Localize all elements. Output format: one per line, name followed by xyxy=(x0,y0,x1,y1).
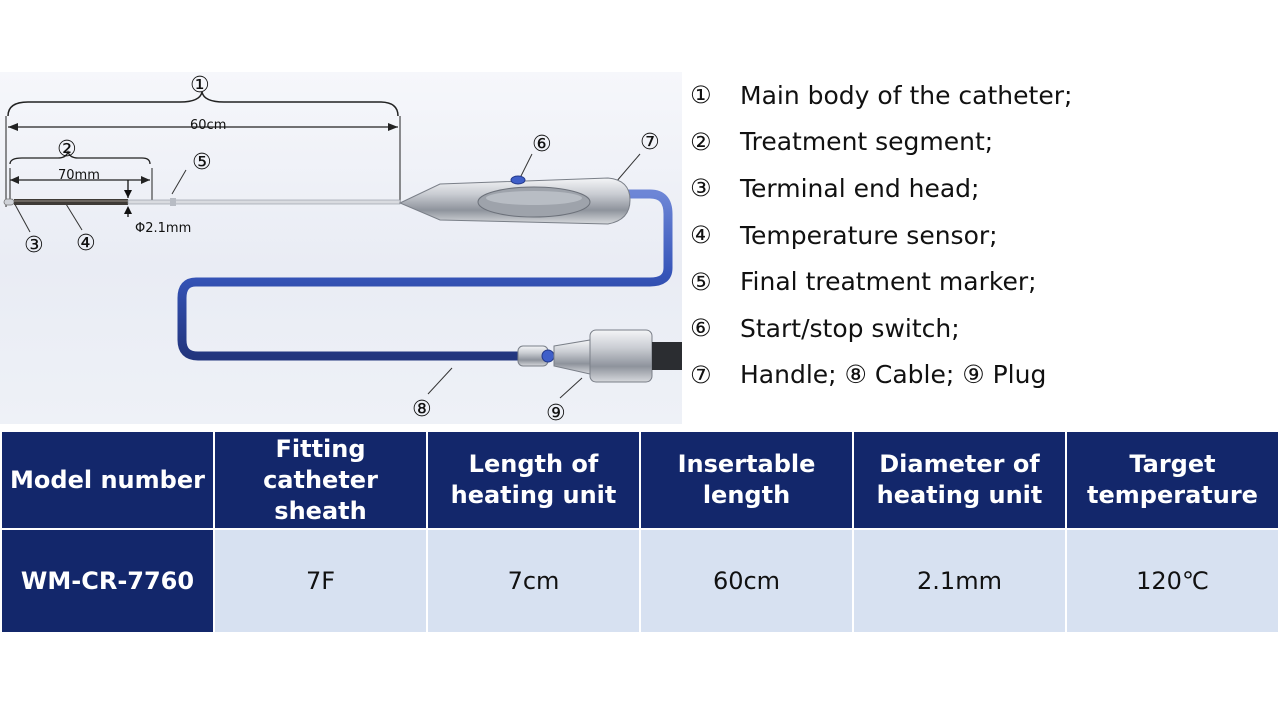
callout-7: ⑦ xyxy=(640,130,660,155)
header-catheter-sheath: Fitting catheter sheath xyxy=(213,430,428,530)
cell-model-number: WM-CR-7760 xyxy=(0,528,215,634)
legend-item: ⑤ Final treatment marker; xyxy=(690,258,1270,305)
handle xyxy=(398,175,631,225)
dimension-70mm: 70mm xyxy=(9,149,153,202)
legend-number: ⑦ xyxy=(690,360,712,389)
legend-item: ② Treatment segment; xyxy=(690,119,1270,166)
callout-9: ⑨ xyxy=(546,401,566,424)
header-model-number: Model number xyxy=(0,430,215,530)
table-row: WM-CR-7760 7F 7cm 60cm 2.1mm 120℃ xyxy=(0,528,1280,634)
cable xyxy=(177,189,673,361)
legend-text: Final treatment marker; xyxy=(740,267,1037,297)
callout-8: ⑧ xyxy=(412,397,432,422)
legend-text: Temperature sensor; xyxy=(740,220,998,250)
diameter-label: Φ2.1mm xyxy=(135,221,191,236)
callout-3: ③ xyxy=(24,233,44,258)
legend-text: Handle; ⑧ Cable; ⑨ Plug xyxy=(740,360,1047,390)
callout-2: ② xyxy=(57,137,77,162)
cell-heating-diameter: 2.1mm xyxy=(852,528,1067,634)
callout-1: ① xyxy=(190,73,210,98)
cell-target-temperature: 120℃ xyxy=(1065,528,1280,634)
header-target-temperature: Target temperature xyxy=(1065,430,1280,530)
legend-number: ③ xyxy=(690,174,712,203)
spec-table: Model number Fitting catheter sheath Len… xyxy=(0,430,1280,634)
cell-heating-length: 7cm xyxy=(426,528,641,634)
leader-lines xyxy=(11,153,641,399)
callout-5: ⑤ xyxy=(192,150,212,175)
cell-insertable-length: 60cm xyxy=(639,528,854,634)
header-heating-length: Length of heating unit xyxy=(426,430,641,530)
catheter-diagram: 60cm 70mm ① ② ③ ④ ⑤ ⑥ ⑦ ⑧ ⑨ xyxy=(0,72,682,424)
header-heating-diameter: Diameter of heating unit xyxy=(852,430,1067,530)
table-header-row: Model number Fitting catheter sheath Len… xyxy=(0,430,1280,530)
cell-catheter-sheath: 7F xyxy=(213,528,428,634)
dimension-60cm-label: 60cm xyxy=(190,118,226,133)
legend-number: ④ xyxy=(690,221,712,250)
legend-item: ④ Temperature sensor; xyxy=(690,212,1270,259)
legend-text: Treatment segment; xyxy=(740,127,994,157)
legend-list: ① Main body of the catheter; ② Treatment s… xyxy=(690,72,1270,398)
legend-item: ⑥ Start/stop switch; xyxy=(690,305,1270,352)
legend-text: Main body of the catheter; xyxy=(740,80,1073,110)
dimension-60cm: 60cm xyxy=(5,91,401,207)
legend-item: ⑦ Handle; ⑧ Cable; ⑨ Plug xyxy=(690,352,1270,399)
callout-4: ④ xyxy=(76,231,96,256)
plug xyxy=(517,329,682,383)
start-stop-switch xyxy=(510,175,526,185)
catheter-illustration: 60cm 70mm ① ② ③ ④ ⑤ ⑥ ⑦ ⑧ ⑨ xyxy=(3,73,682,424)
legend-item: ③ Terminal end head; xyxy=(690,165,1270,212)
legend-number: ② xyxy=(690,127,712,156)
legend-number: ⑤ xyxy=(690,267,712,296)
legend-number: ① xyxy=(690,81,712,110)
legend-text: Start/stop switch; xyxy=(740,313,960,343)
dimension-70mm-label: 70mm xyxy=(58,168,100,183)
legend-item: ① Main body of the catheter; xyxy=(690,72,1270,119)
legend-number: ⑥ xyxy=(690,314,712,343)
legend-text: Terminal end head; xyxy=(740,173,980,203)
header-insertable-length: Insertable length xyxy=(639,430,854,530)
catheter-shaft: Φ2.1mm xyxy=(3,180,401,236)
callout-6: ⑥ xyxy=(532,132,552,157)
